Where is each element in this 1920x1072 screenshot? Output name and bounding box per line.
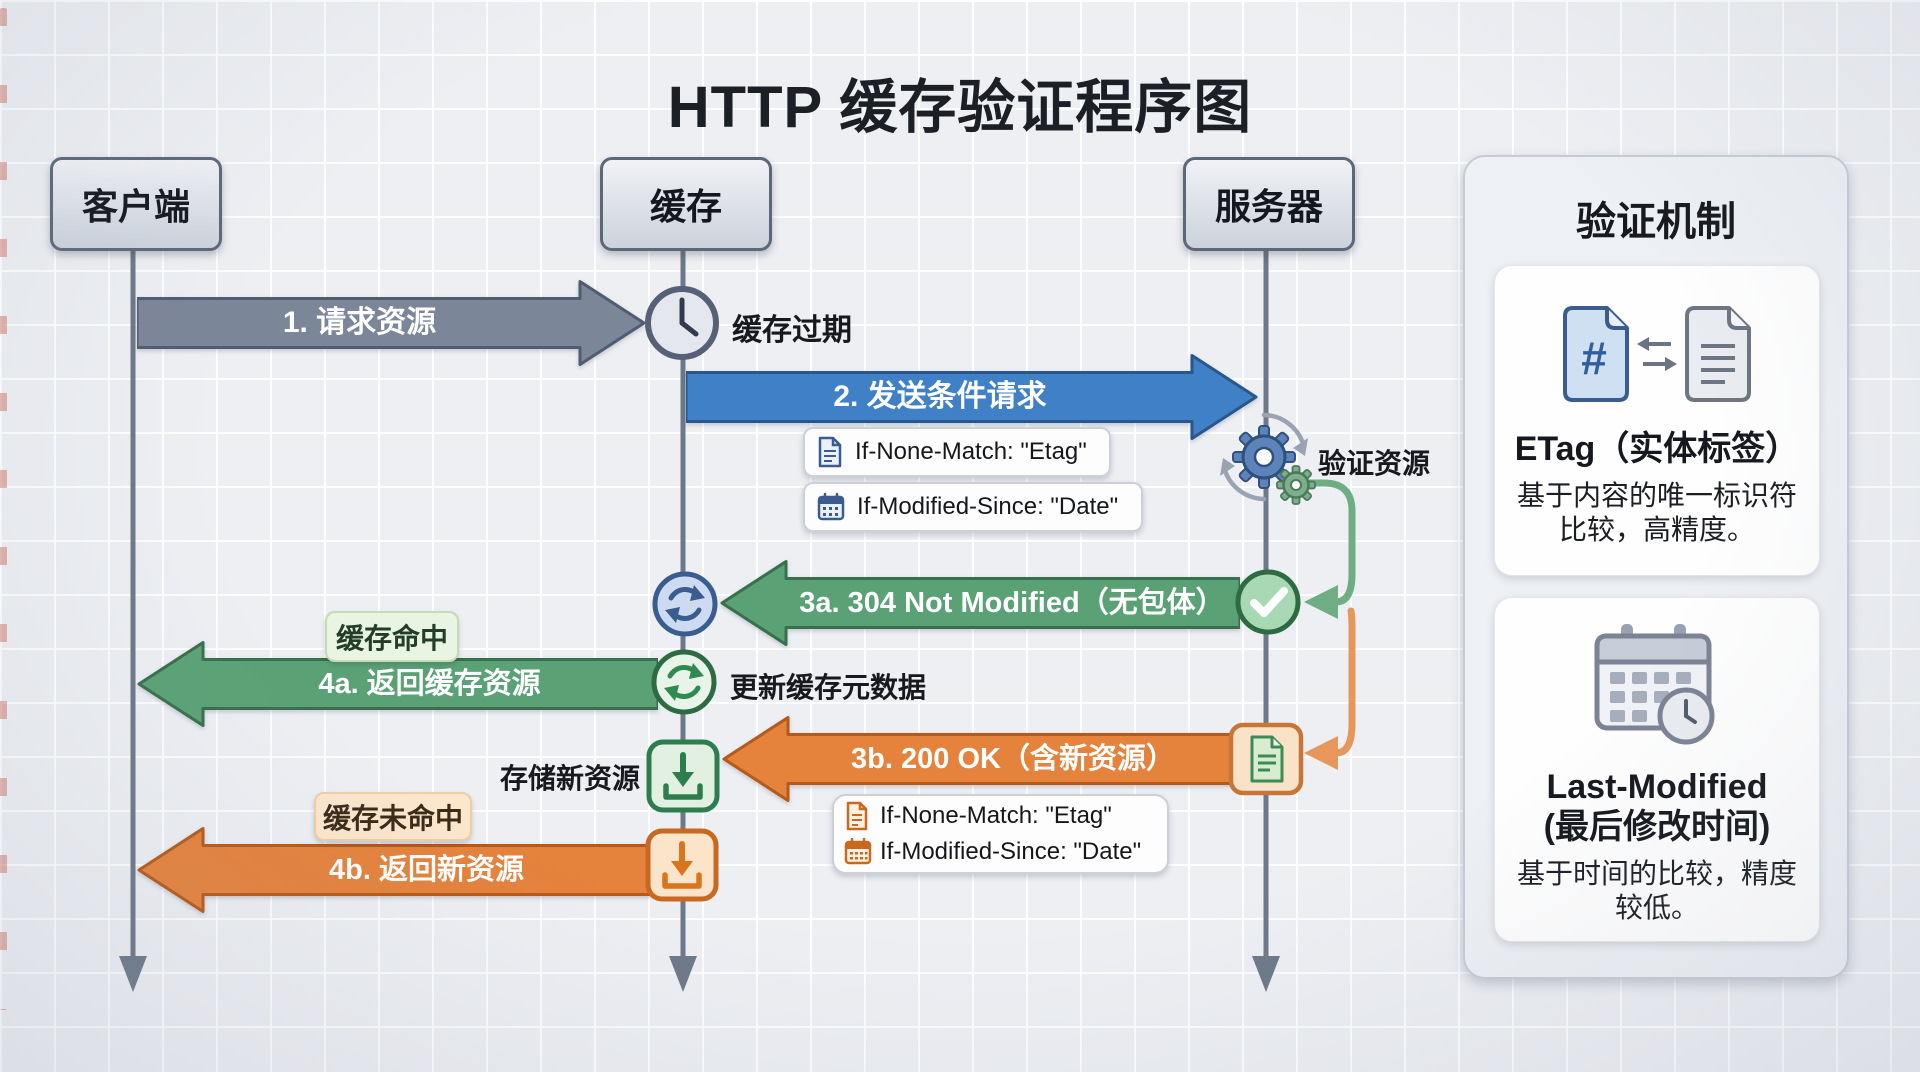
notebook-edge-marks [0, 8, 7, 1010]
header-box-if-modified-since: If-Modified-Since: "Date" [803, 482, 1143, 532]
etag-card: # ETag（实体标签） [1494, 265, 1820, 576]
check-icon [1235, 569, 1301, 635]
swap-arrows-icon [1637, 337, 1677, 371]
calendar-icon [844, 838, 872, 865]
header-if-none-match: If-None-Match: "Etag" [855, 438, 1087, 465]
arrow-step4a-return-cached: 4a. 返回缓存资源 [137, 641, 658, 727]
note-validate-resource: 验证资源 [1318, 448, 1431, 479]
store-resource-icon [646, 739, 720, 813]
etag-compare-icon: # [1563, 306, 1751, 402]
sync-green-icon [651, 649, 717, 715]
document-icon [846, 801, 868, 831]
arrow-step4a-label: 4a. 返回缓存资源 [318, 668, 541, 700]
server-lifeline-arrowhead [1252, 956, 1280, 992]
orange-elbow-connector [1304, 607, 1356, 770]
cache-lifeline-arrowhead [669, 956, 697, 992]
arrow-step1-request: 1. 请求资源 [137, 280, 646, 366]
validation-panel: 验证机制 # [1463, 155, 1849, 979]
badge-cache-miss-label: 缓存未命中 [322, 802, 463, 834]
sync-blue-icon [652, 571, 718, 637]
page-title: HTTP 缓存验证程序图 [667, 75, 1253, 140]
etag-card-title: ETag（实体标签） [1514, 430, 1800, 468]
gears-icon [1220, 412, 1316, 505]
badge-cache-miss: 缓存未命中 [314, 792, 472, 841]
green-elbow-connector [1302, 479, 1356, 619]
document-icon [818, 436, 842, 468]
badge-cache-hit-label: 缓存命中 [335, 622, 448, 654]
header-if-modified-since: If-Modified-Since: "Date" [857, 493, 1119, 520]
actor-cache: 缓存 [600, 157, 772, 251]
actor-client: 客户端 [50, 157, 222, 251]
download-new-resource-icon [645, 828, 719, 902]
calendar-clock-icon [1594, 624, 1715, 745]
etag-card-desc: 基于内容的唯一标识符比较，高精度。 [1516, 480, 1797, 545]
last-modified-card-title: Last-Modified [1546, 768, 1768, 806]
last-modified-card: Last-Modified (最后修改时间) 基于时间的比较，精度较低。 [1494, 597, 1820, 942]
arrow-step2-label: 2. 发送条件请求 [833, 380, 1047, 413]
badge-cache-hit: 缓存命中 [325, 611, 459, 662]
header-box-if-none-match: If-None-Match: "Etag" [803, 427, 1111, 477]
actor-client-label: 客户端 [81, 186, 190, 227]
last-modified-card-desc: 基于时间的比较，精度较低。 [1516, 858, 1797, 923]
note-update-metadata: 更新缓存元数据 [730, 672, 927, 703]
actor-server-label: 服务器 [1214, 186, 1323, 227]
hash-glyph: # [1581, 332, 1607, 384]
clock-icon [645, 286, 719, 360]
note-cache-expired: 缓存过期 [732, 314, 852, 347]
header-box-3b: If-None-Match: "Etag" If-Modified-Since:… [832, 794, 1169, 874]
actor-cache-label: 缓存 [649, 186, 722, 227]
arrow-step1-label: 1. 请求资源 [282, 306, 437, 339]
note-store-resource: 存储新资源 [499, 763, 640, 794]
arrow-step3b-200ok: 3b. 200 OK（含新资源） [722, 716, 1240, 802]
arrow-step3a-304: 3a. 304 Not Modified（无包体） [720, 560, 1240, 646]
new-resource-doc-icon [1228, 722, 1304, 796]
arrow-step3a-label: 3a. 304 Not Modified（无包体） [799, 587, 1225, 619]
calendar-icon [817, 492, 845, 521]
header-if-none-match: If-None-Match: "Etag" [880, 802, 1112, 829]
validation-panel-title: 验证机制 [1576, 200, 1736, 244]
arrow-step3b-label: 3b. 200 OK（含新资源） [851, 743, 1175, 775]
arrow-step2-conditional-request: 2. 发送条件请求 [686, 354, 1258, 440]
arrow-step4b-label: 4b. 返回新资源 [329, 854, 524, 886]
header-if-modified-since: If-Modified-Since: "Date" [880, 838, 1142, 865]
arrow-step4b-return-new: 4b. 返回新资源 [137, 827, 652, 913]
actor-server: 服务器 [1183, 157, 1355, 251]
last-modified-card-subtitle: (最后修改时间) [1543, 808, 1771, 846]
client-lifeline-arrowhead [119, 956, 147, 992]
